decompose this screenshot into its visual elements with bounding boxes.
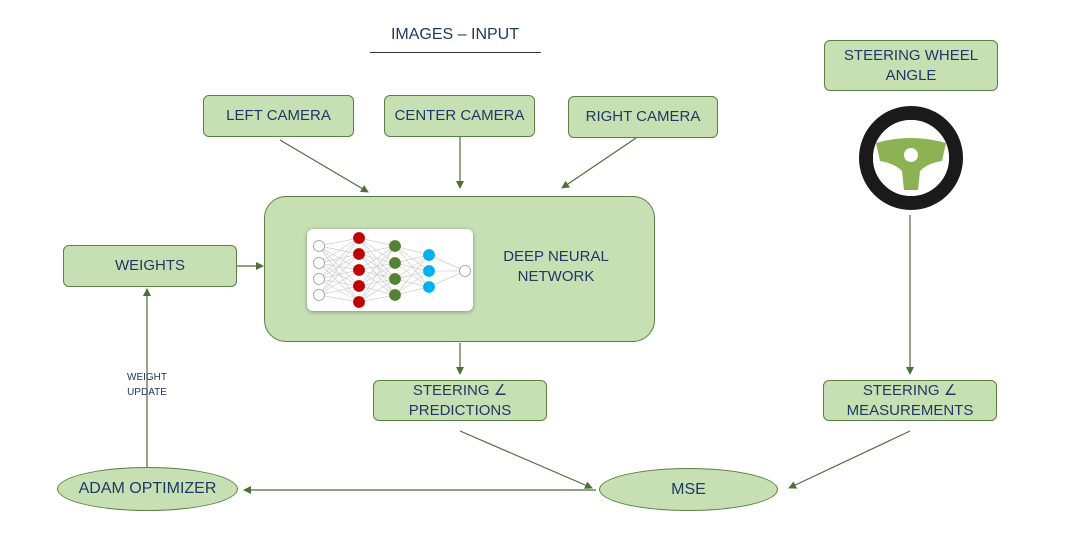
right-camera-node: RIGHT CAMERA xyxy=(568,96,718,138)
nn-connection xyxy=(318,237,360,296)
nn-neuron-layer-1 xyxy=(313,240,325,252)
weights-label: WEIGHTS xyxy=(115,257,185,274)
nn-neuron-layer-3 xyxy=(389,240,401,252)
nn-connection xyxy=(318,237,360,280)
center-camera-node: CENTER CAMERA xyxy=(384,95,535,137)
mse-label: MSE xyxy=(671,480,706,498)
dnn-label-1: DEEP NEURAL xyxy=(503,248,609,265)
nn-neuron-layer-2 xyxy=(353,264,365,276)
adam-optimizer-node: ADAM OPTIMIZER xyxy=(57,467,238,511)
arrow-measurements-to-mse xyxy=(788,430,911,489)
dnn-text: DEEP NEURAL NETWORK xyxy=(483,247,629,287)
center-camera-label: CENTER CAMERA xyxy=(394,107,525,124)
diagram-title: IMAGES – INPUT xyxy=(370,26,540,44)
diagram-title-text: IMAGES – INPUT xyxy=(390,26,520,43)
nn-neuron-layer-2 xyxy=(353,232,365,244)
steering-predictions-label-1: STEERING ∠ xyxy=(412,381,508,399)
nn-connection xyxy=(358,245,396,303)
weights-node: WEIGHTS xyxy=(63,245,237,287)
weight-update-label: WEIGHT UPDATE xyxy=(112,370,182,400)
nn-neuron-layer-2 xyxy=(353,296,365,308)
neural-network-icon xyxy=(307,229,473,311)
nn-connection xyxy=(318,294,360,303)
nn-connection xyxy=(358,245,396,271)
left-camera-node: LEFT CAMERA xyxy=(203,95,354,137)
nn-connection xyxy=(394,254,430,280)
nn-neuron-layer-2 xyxy=(353,248,365,260)
deep-neural-network-node: DEEP NEURAL NETWORK xyxy=(264,196,655,342)
nn-neuron-layer-1 xyxy=(313,289,325,301)
nn-connection xyxy=(358,278,396,303)
steering-wheel-angle-node: STEERING WHEEL ANGLE xyxy=(824,40,998,91)
dnn-label-2: NETWORK xyxy=(517,268,595,285)
nn-connection xyxy=(394,245,430,288)
nn-connection xyxy=(358,245,396,287)
nn-connection xyxy=(428,270,466,288)
nn-neuron-layer-5 xyxy=(459,265,471,277)
nn-connection xyxy=(318,253,360,296)
nn-connection xyxy=(358,245,396,255)
arrow-left-camera-to-dnn xyxy=(279,139,369,193)
steering-measurements-label-1: STEERING ∠ xyxy=(862,381,958,399)
nn-neuron-layer-3 xyxy=(389,273,401,285)
steering-predictions-node: STEERING ∠ PREDICTIONS xyxy=(373,380,547,421)
steering-wheel-icon xyxy=(859,106,963,210)
nn-connection xyxy=(358,262,396,303)
nn-connection xyxy=(318,269,360,296)
steering-wheel-angle-label-2: ANGLE xyxy=(885,66,937,84)
nn-neuron-layer-1 xyxy=(313,257,325,269)
weight-update-line-1: WEIGHT xyxy=(127,372,167,383)
mse-node: MSE xyxy=(599,468,778,511)
nn-neuron-layer-1 xyxy=(313,273,325,285)
weight-update-line-2: UPDATE xyxy=(127,387,167,398)
nn-neuron-layer-3 xyxy=(389,289,401,301)
nn-connection xyxy=(358,237,396,264)
nn-connection xyxy=(394,245,430,272)
arrow-predictions-to-mse xyxy=(459,430,593,489)
nn-neuron-layer-4 xyxy=(423,265,435,277)
nn-connection xyxy=(358,237,396,247)
arrow-right-camera-to-dnn xyxy=(561,137,637,189)
nn-neuron-layer-3 xyxy=(389,257,401,269)
left-camera-label: LEFT CAMERA xyxy=(226,107,331,124)
nn-connection xyxy=(318,237,360,264)
title-underline xyxy=(370,52,541,53)
nn-connection xyxy=(318,245,360,255)
nn-neuron-layer-2 xyxy=(353,280,365,292)
nn-connection xyxy=(394,270,430,296)
nn-connection xyxy=(318,285,360,296)
nn-connection xyxy=(358,294,396,303)
nn-neuron-layer-4 xyxy=(423,249,435,261)
right-camera-label: RIGHT CAMERA xyxy=(585,108,701,125)
steering-wheel-angle-label-1: STEERING WHEEL xyxy=(843,46,979,64)
nn-connection xyxy=(358,253,396,264)
steering-measurements-label-2: MEASUREMENTS xyxy=(846,401,974,419)
nn-connection xyxy=(428,254,466,272)
nn-connection xyxy=(318,237,360,247)
nn-connection xyxy=(394,254,430,296)
nn-neuron-layer-4 xyxy=(423,281,435,293)
steering-predictions-label-2: PREDICTIONS xyxy=(408,401,512,419)
steering-measurements-node: STEERING ∠ MEASUREMENTS xyxy=(823,380,997,421)
adam-optimizer-label: ADAM OPTIMIZER xyxy=(78,480,217,497)
